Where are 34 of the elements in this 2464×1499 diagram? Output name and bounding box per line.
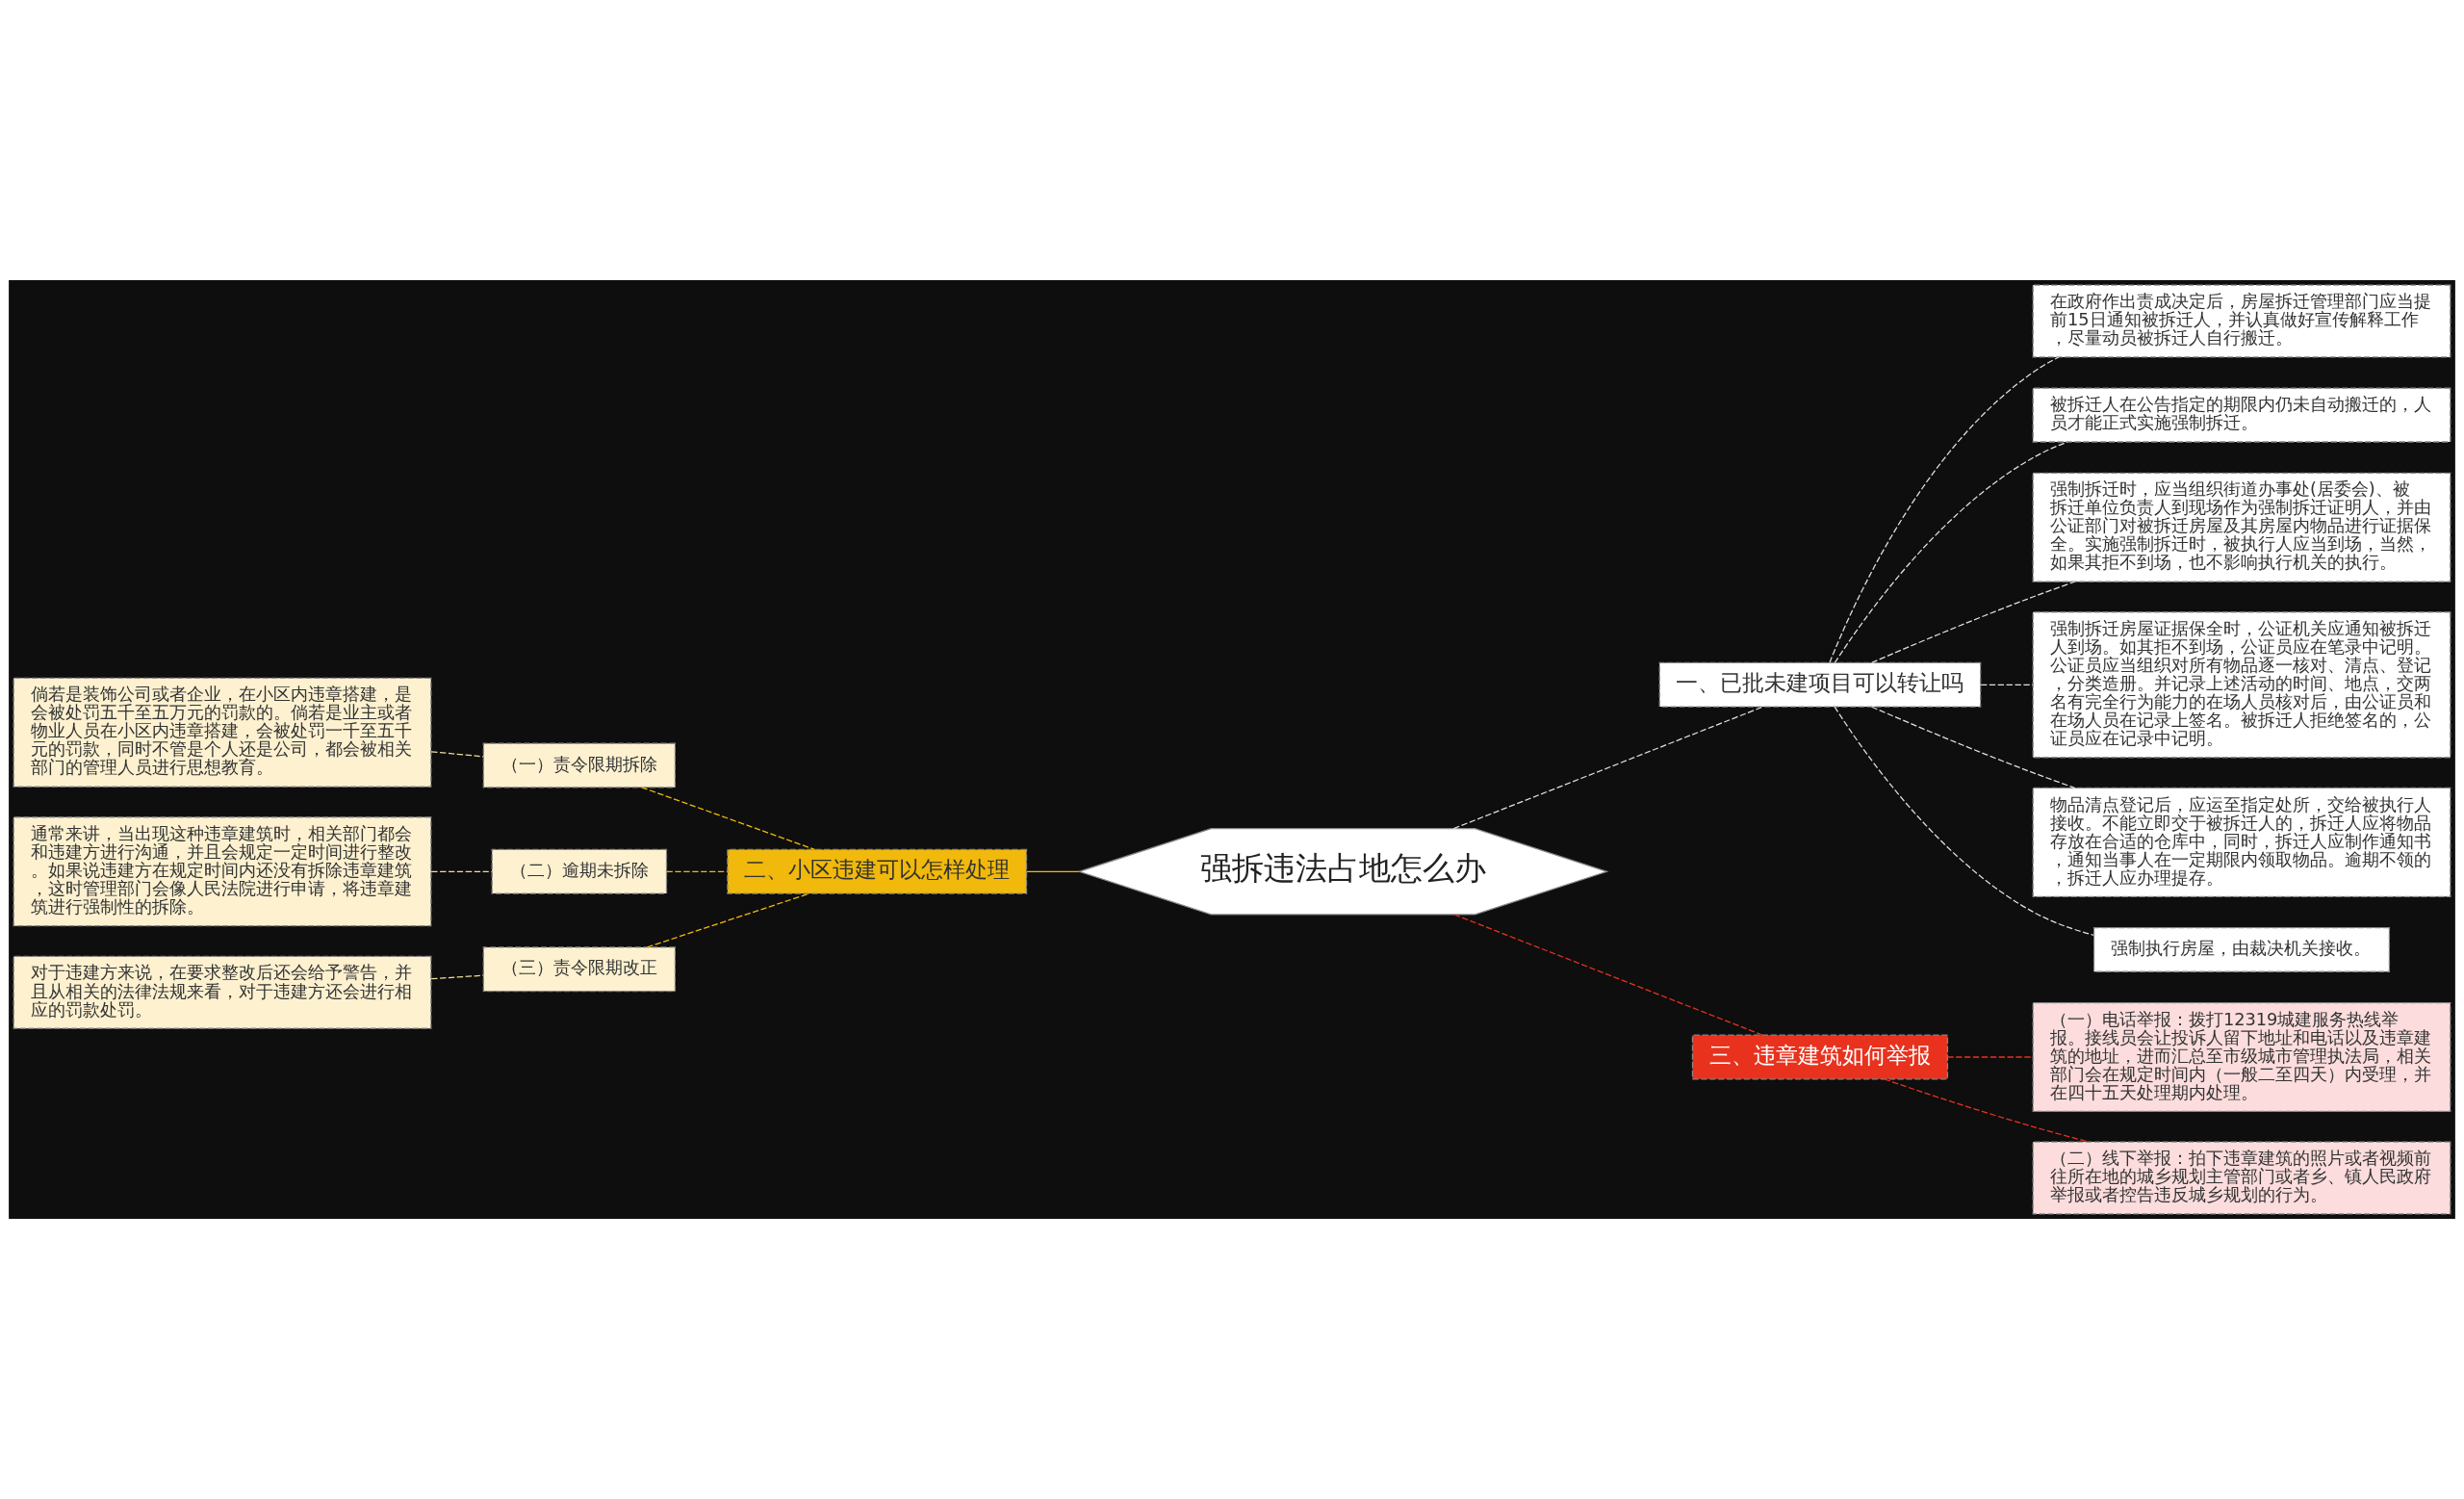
node-box: （一）电话举报：拨打12319城建服务热线举报。接线员会让投诉人留下地址和电话以及违章建筑的地址，进而汇总至市级城市管理执法局，相关部门会在规定时间内（一般二至四天）内受理，并在四十五天处理期内处理。 xyxy=(2032,1001,2451,1113)
connector xyxy=(646,892,810,948)
node-box: 被拆迁人在公告指定的期限内仍未自动搬迁的，人员才能正式实施强制拆迁。 xyxy=(2032,387,2451,443)
connector xyxy=(1871,581,2076,663)
node-box: 通常来讲，当出现这种违章建筑时，相关部门都会和违建方进行沟通，并且会规定一定时间进行整改。如果说违建方在规定时间内还没有拆除违章建筑，这时管理部门会像人民法院进行申请，将违章建筑进行强制性的拆除。 xyxy=(13,816,432,927)
connector xyxy=(1946,1056,2034,1058)
connector xyxy=(1884,1078,2090,1143)
node-box: （二）逾期未拆除 xyxy=(491,848,668,894)
connector xyxy=(1834,706,2094,936)
connector xyxy=(1452,706,1763,830)
connector xyxy=(666,870,729,872)
connector xyxy=(641,787,816,851)
connector xyxy=(430,751,484,758)
node-box: 强制拆迁房屋证据保全时，公证机关应通知被拆迁人到场。如其拒不到场，公证员应在笔录中记明。公证员应当组织对所有物品逐一核对、清点、登记，分类造册。并记录上述活动的时间、地点，交两名有完全行为能力的在场人员核对后，由公证员和在场人员在记录上签名。被拆迁人拒绝签名的，公证员应在记录中记明。 xyxy=(2032,611,2451,759)
connector xyxy=(1829,356,2060,663)
node-box: 强制拆迁时，应当组织街道办事处(居委会)、被拆迁单位负责人到现场作为强制拆迁证明人，并由公证部门对被拆迁房屋及其房屋内物品进行证据保全。实施强制拆迁时，被执行人应当到场，当然，如果其拒不到场，也不影响执行机关的执行。 xyxy=(2032,472,2451,582)
node-box: 对于违建方来说，在要求整改后还会给予警告，并且从相关的法律法规来看，对于违建方还会进行相应的罚款处罚。 xyxy=(13,955,432,1029)
node-box: 三、违章建筑如何举报 xyxy=(1691,1034,1949,1080)
node-box: 二、小区违建可以怎样处理 xyxy=(727,848,1028,894)
node-box: 在政府作出责成决定后，房屋拆迁管理部门应当提前15日通知被拆迁人，并认真做好宣传解释工作，尽量动员被拆迁人自行搬迁。 xyxy=(2032,284,2451,358)
node-box: 倘若是装饰公司或者企业，在小区内违章搭建，是会被处罚五千至五万元的罚款的。倘若是业主或者物业人员在小区内违章搭建，会被处罚一千至五千元的罚款，同时不管是个人还是公司，都会被相关部门的管理人员进行思想教育。 xyxy=(13,677,432,788)
node-box: 一、已批未建项目可以转让吗 xyxy=(1658,661,1982,708)
connector xyxy=(1834,441,2068,664)
connector xyxy=(430,974,484,980)
node-box: （二）线下举报：拍下违章建筑的照片或者视频前往所在地的城乡规划主管部门或者乡、镇人民政府举报或者控告违反城乡规划的行为。 xyxy=(2032,1141,2451,1215)
connector xyxy=(430,870,493,872)
connector xyxy=(1980,684,2034,685)
connector xyxy=(1453,914,1763,1036)
node-box: 物品清点登记后，应运至指定处所，交给被执行人接收。不能立即交于被拆迁人的，拆迁人应将物品存放在合适的仓库中，同时，拆迁人应制作通知书，通知当事人在一定期限内领取物品。逾期不领的，拆迁人应办理提存。 xyxy=(2032,787,2451,897)
node-box: 强制执行房屋，由裁决机关接收。 xyxy=(2092,926,2391,972)
connector xyxy=(1871,706,2076,788)
node-box: （三）责令限期改正 xyxy=(482,946,676,993)
node-box: （一）责令限期拆除 xyxy=(482,742,676,788)
connector xyxy=(1026,870,1080,872)
